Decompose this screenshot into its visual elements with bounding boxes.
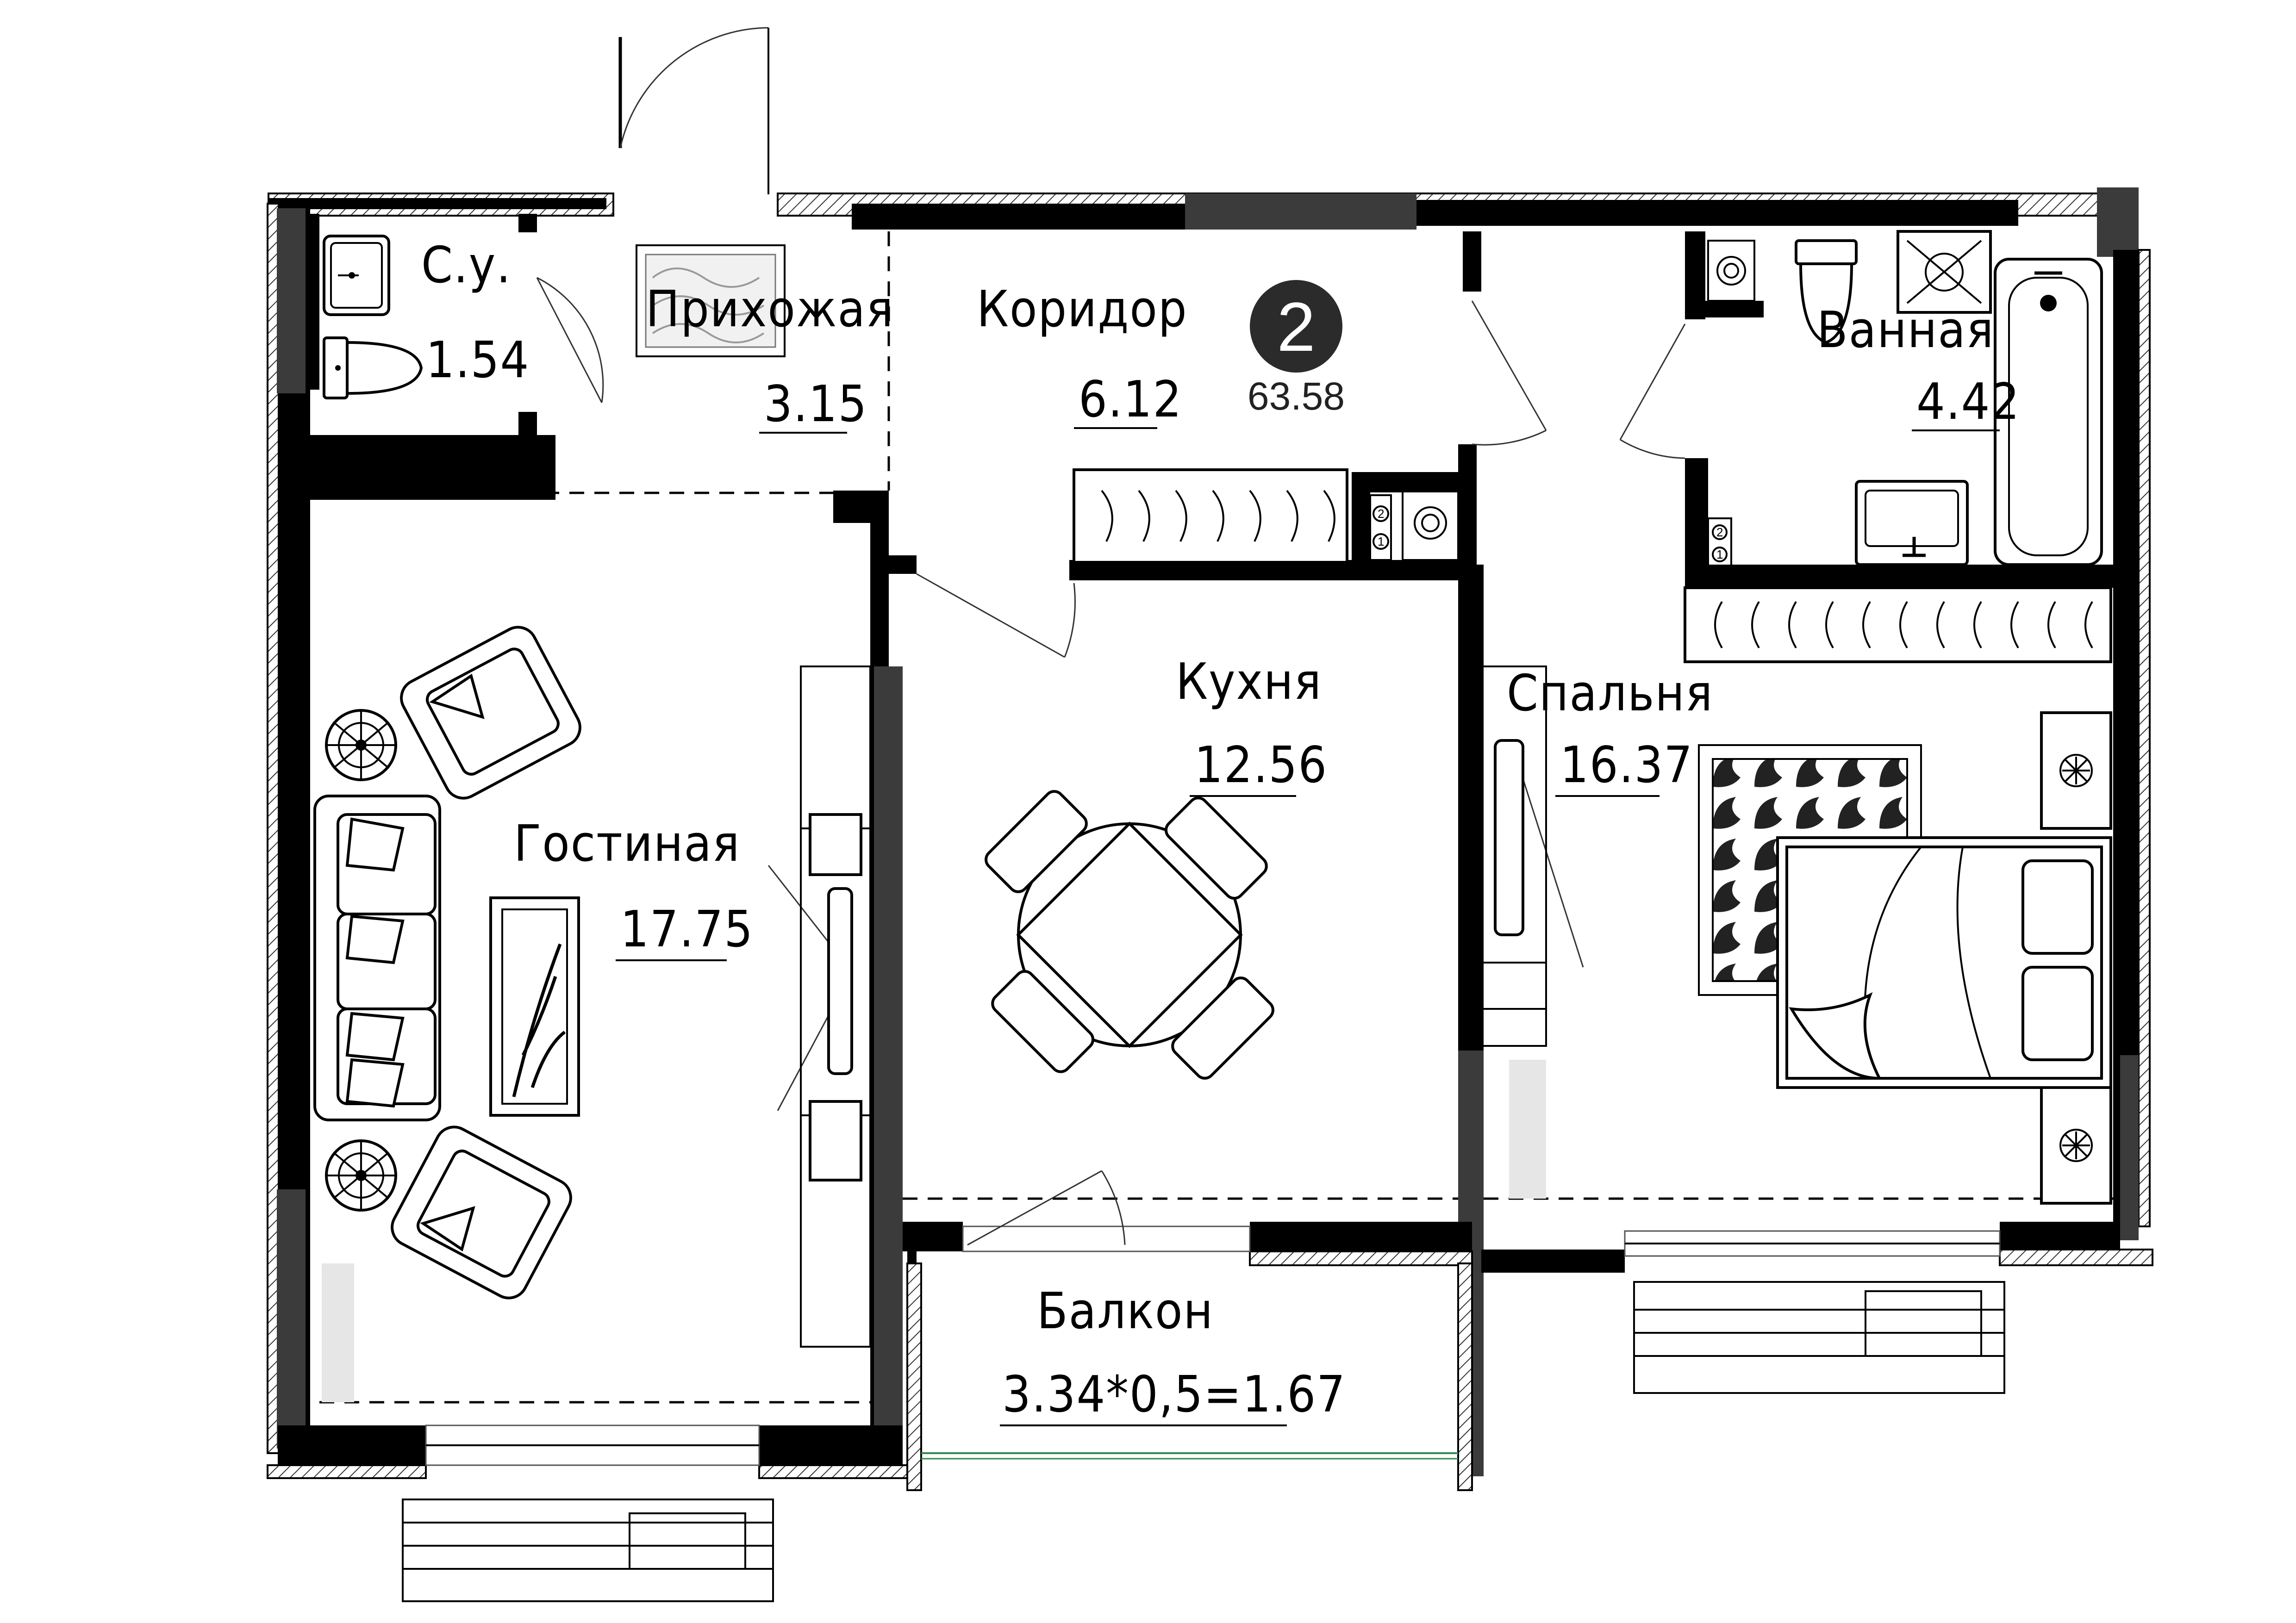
room-area: 6.12	[1079, 371, 1182, 429]
room-label-bathroom: Ванная 4.42	[1817, 301, 2020, 431]
coffee-table-icon	[489, 896, 580, 1117]
room-label-corridor: Коридор 6.12	[977, 280, 1188, 429]
plant-icon	[325, 709, 397, 781]
sofa-icon	[313, 795, 441, 1121]
room-label-hall: Прихожая 3.15	[646, 280, 894, 434]
corridor-riser: 2 1	[1369, 490, 1459, 561]
rooms-count: 2	[1277, 288, 1315, 366]
armchair-icon	[400, 626, 581, 800]
room-area: 12.56	[1194, 736, 1328, 794]
room-area: 3.15	[764, 375, 867, 433]
room-name: Коридор	[977, 280, 1188, 338]
room-label-wc: С.у. 1.54	[421, 236, 530, 389]
doormat-icon	[636, 244, 786, 357]
riser-label-top: 2	[1378, 507, 1384, 521]
bathtub-icon	[1994, 258, 2103, 566]
room-name: Спальня	[1507, 665, 1713, 722]
rooms-count-badge: 2 63.58	[1248, 280, 1345, 418]
room-area: 1.54	[426, 331, 530, 389]
riser-label-top: 2	[399, 449, 406, 463]
room-area: 4.42	[1916, 373, 2020, 431]
ac-unit-bedroom	[1633, 1281, 2005, 1394]
bed-icon	[1776, 836, 2112, 1089]
washing-machine-icon	[1897, 230, 1992, 314]
room-boundaries	[319, 231, 2115, 1404]
wc-toilet-icon	[323, 336, 423, 399]
doors	[536, 27, 1686, 1246]
room-name: Прихожая	[646, 280, 894, 338]
nightstand-icon	[2040, 711, 2112, 830]
ac-unit-living	[402, 1499, 774, 1602]
plant-icon	[325, 1139, 397, 1212]
room-name: С.у.	[421, 236, 512, 294]
tv-cabinet-icon	[800, 665, 871, 1348]
room-area: 17.75	[620, 901, 754, 958]
bath-toilet-icon	[1795, 239, 1858, 344]
room-area: 16.37	[1560, 736, 1693, 794]
interior-walls	[267, 214, 2153, 1491]
wc-riser: 2 1	[318, 439, 418, 491]
room-name: Гостиная	[514, 815, 740, 873]
room-label-living: Гостиная 17.75	[514, 815, 754, 961]
riser-label-bottom: 1	[399, 470, 406, 484]
room-name: Кухня	[1176, 653, 1322, 711]
total-area: 63.58	[1248, 374, 1345, 418]
room-area: 3.34*0,5=1.67	[1002, 1366, 1346, 1424]
riser-label-bottom: 1	[1378, 535, 1384, 548]
room-name: Балкон	[1037, 1282, 1214, 1340]
room-label-kitchen: Кухня 12.56	[1176, 653, 1328, 797]
dining-table-icon	[985, 790, 1274, 1080]
bath-riser: 2 1	[1707, 240, 1755, 570]
corridor-radiator-icon	[1073, 468, 1348, 564]
room-label-balcony: Балкон 3.34*0,5=1.67	[1000, 1282, 1346, 1426]
room-name: Ванная	[1817, 301, 1994, 359]
armchair-icon	[391, 1126, 572, 1300]
windows	[322, 1060, 2001, 1466]
riser-label-bottom: 1	[1716, 547, 1723, 561]
nightstand-icon	[2040, 1086, 2112, 1205]
wardrobe-icon	[1480, 665, 1547, 1047]
exterior-walls	[267, 187, 2151, 1454]
room-label-bedroom: Спальня 16.37	[1507, 665, 1713, 797]
wc-sink-icon	[323, 235, 390, 316]
bedroom-radiator-icon	[1684, 586, 2112, 663]
bath-sink-icon	[1855, 480, 1969, 566]
riser-label-top: 2	[1716, 525, 1723, 539]
